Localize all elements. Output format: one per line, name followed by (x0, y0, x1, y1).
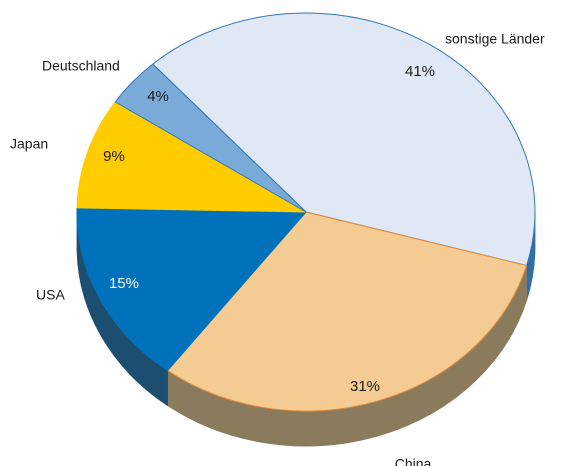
pie-slice-category-label: Japan (10, 136, 48, 152)
pie-slice (114, 63, 307, 213)
pie-slice (76, 207, 307, 372)
pie-slice (152, 12, 536, 267)
pie-slice-category-label: China (395, 456, 432, 466)
pie-top-group (76, 12, 536, 412)
pie-slice (76, 101, 307, 213)
pie-slice-percent-label: 4% (147, 88, 169, 105)
pie-slice-percent-label: 9% (103, 148, 125, 165)
pie-slice-percent-label: 31% (350, 378, 380, 395)
pie-slice-category-label: USA (36, 287, 65, 303)
pie-label-group: 41% sonstige Länder 31% China 15% USA 9% Japan 4… (10, 31, 545, 466)
pie-slice-percent-label: 15% (109, 275, 139, 292)
pie-slice (167, 211, 528, 412)
pie-slice-category-label: Deutschland (42, 58, 120, 74)
pie-slice-percent-label: 41% (405, 63, 435, 80)
pie-slice-category-label: sonstige Länder (445, 31, 545, 47)
